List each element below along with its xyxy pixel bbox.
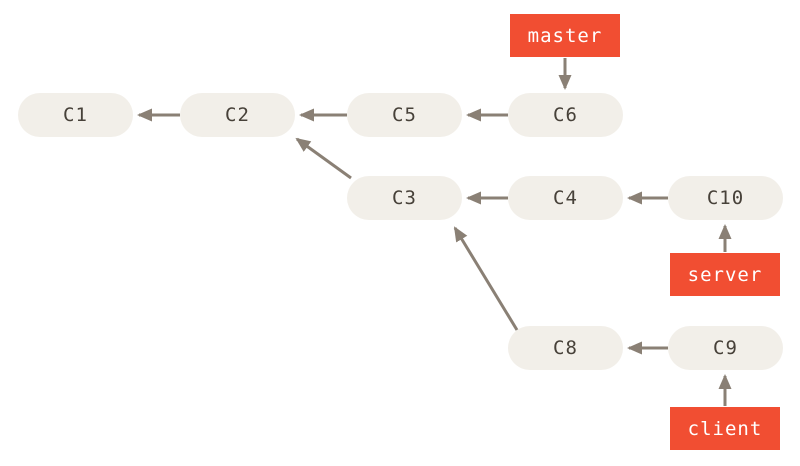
commit-node-c6: C6: [508, 93, 623, 137]
commit-node-c5: C5: [347, 93, 462, 137]
arrow-c8-to-c3: [453, 226, 519, 331]
branch-label-master: master: [510, 14, 620, 57]
commit-node-c8: C8: [508, 326, 623, 370]
commit-node-c3: C3: [347, 176, 462, 220]
branch-label-server: server: [670, 253, 780, 296]
commit-node-c2: C2: [180, 93, 295, 137]
commit-node-c10: C10: [668, 176, 783, 220]
commit-node-c1: C1: [18, 93, 133, 137]
branch-label-client: client: [670, 407, 780, 450]
commit-node-c9: C9: [668, 326, 783, 370]
arrow-c3-to-c2: [295, 137, 352, 180]
commit-node-c4: C4: [508, 176, 623, 220]
